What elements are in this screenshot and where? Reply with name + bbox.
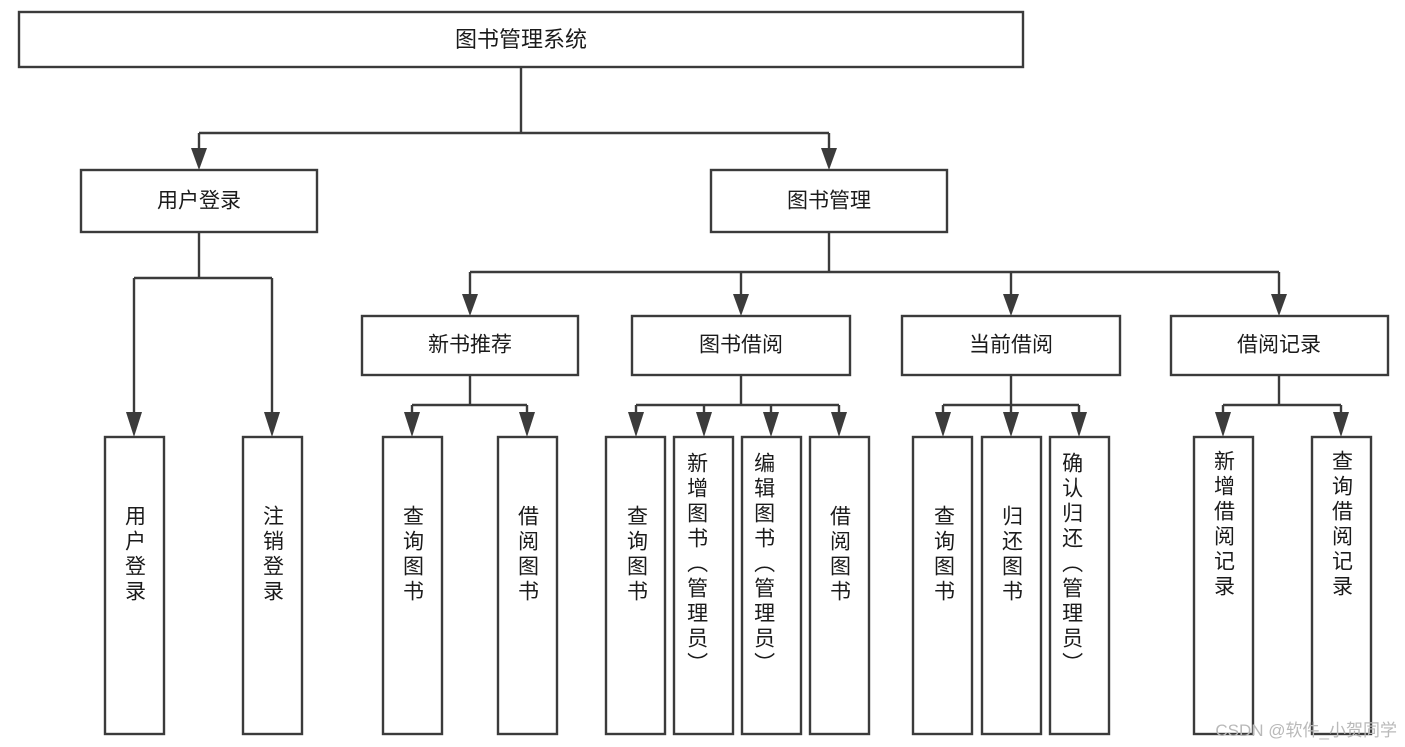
leaf-book-borrow-borrow-label: 借阅图书 <box>828 505 852 605</box>
leaf-current-borrow-query-box <box>911 435 974 736</box>
leaf-book-borrow-borrow-box <box>808 435 871 736</box>
node-book-management[interactable]: 图书管理 <box>709 168 949 234</box>
leaf-user-login-login[interactable]: 用户登录 <box>103 435 166 736</box>
leaf-current-borrow-return-box <box>980 435 1043 736</box>
leaf-book-borrow-edit-box <box>740 435 803 736</box>
node-current-borrow[interactable]: 当前借阅 <box>900 314 1122 377</box>
leaf-current-borrow-confirm-label: 确认归还（管理员） <box>1060 452 1084 677</box>
leaf-book-borrow-add-box <box>672 435 735 736</box>
leaf-book-borrow-edit[interactable]: 编辑图书（管理员） <box>740 435 803 736</box>
arrow-head-newbook <box>462 294 478 316</box>
leaf-user-login-logout-label: 注销登录 <box>261 505 285 605</box>
leaf-borrow-record-query-box <box>1310 435 1373 736</box>
leaf-book-borrow-query-label: 查询图书 <box>625 505 649 605</box>
arrow-head-record-leaf2 <box>1333 412 1349 437</box>
node-new-book-recommend-box <box>360 314 580 377</box>
leaf-borrow-record-query-label: 查询借阅记录 <box>1330 450 1354 600</box>
leaf-user-login-logout[interactable]: 注销登录 <box>241 435 304 736</box>
node-borrow-record[interactable]: 借阅记录 <box>1169 314 1390 377</box>
arrow-head-current-leaf2 <box>1003 412 1019 437</box>
csdn-watermark: CSDN @软件_小贺同学 <box>1215 721 1397 740</box>
node-book-management-box <box>709 168 949 234</box>
arrow-head-newbook-leaf2 <box>519 412 535 437</box>
leaf-book-borrow-query-box <box>604 435 667 736</box>
node-borrow-record-box <box>1169 314 1390 377</box>
node-root-box <box>17 10 1025 69</box>
node-book-management-label: 图书管理 <box>787 190 871 213</box>
leaf-current-borrow-return[interactable]: 归还图书 <box>980 435 1043 736</box>
node-user-login-box <box>79 168 319 234</box>
leaf-book-borrow-borrow[interactable]: 借阅图书 <box>808 435 871 736</box>
arrow-head-current <box>1003 294 1019 316</box>
arrow-head-current-leaf1 <box>935 412 951 437</box>
arrow-head-current-leaf3 <box>1071 412 1087 437</box>
node-new-book-recommend-label: 新书推荐 <box>428 334 512 357</box>
leaf-borrow-record-query[interactable]: 查询借阅记录 <box>1310 435 1373 736</box>
arrow-head-borrow-leaf3 <box>763 412 779 437</box>
node-book-borrow[interactable]: 图书借阅 <box>630 314 852 377</box>
leaf-borrow-record-add-box <box>1192 435 1255 736</box>
node-root-label: 图书管理系统 <box>455 27 587 52</box>
leaf-user-login-login-box <box>103 435 166 736</box>
arrow-head-borrow-leaf2 <box>696 412 712 437</box>
node-root-system[interactable]: 图书管理系统 <box>17 10 1025 69</box>
leaf-book-borrow-edit-label: 编辑图书（管理员） <box>752 452 776 677</box>
arrow-head-record-leaf1 <box>1215 412 1231 437</box>
node-current-borrow-box <box>900 314 1122 377</box>
leaf-new-book-borrow[interactable]: 借阅图书 <box>496 435 559 736</box>
arrow-head-record <box>1271 294 1287 316</box>
leaf-borrow-record-add[interactable]: 新增借阅记录 <box>1192 435 1255 736</box>
node-book-borrow-label: 图书借阅 <box>699 334 783 357</box>
node-user-login-label: 用户登录 <box>157 190 241 213</box>
node-user-login[interactable]: 用户登录 <box>79 168 319 234</box>
arrow-head-leaf-logout <box>264 412 280 437</box>
arrow-head-newbook-leaf1 <box>404 412 420 437</box>
arrow-head-leaf-user-login <box>126 412 142 437</box>
leaf-book-borrow-query[interactable]: 查询图书 <box>604 435 667 736</box>
leaf-user-login-logout-box <box>241 435 304 736</box>
node-book-borrow-box <box>630 314 852 377</box>
node-new-book-recommend[interactable]: 新书推荐 <box>360 314 580 377</box>
leaf-current-borrow-return-label: 归还图书 <box>1000 505 1024 605</box>
arrow-head-borrow-leaf4 <box>831 412 847 437</box>
leaf-new-book-query[interactable]: 查询图书 <box>381 435 444 736</box>
leaf-new-book-query-label: 查询图书 <box>401 505 425 605</box>
leaf-current-borrow-confirm[interactable]: 确认归还（管理员） <box>1048 435 1111 736</box>
connector-group <box>126 68 1349 437</box>
arrow-head-borrow-leaf1 <box>628 412 644 437</box>
leaf-current-borrow-query[interactable]: 查询图书 <box>911 435 974 736</box>
leaf-new-book-query-box <box>381 435 444 736</box>
leaf-current-borrow-query-label: 查询图书 <box>932 505 956 605</box>
node-borrow-record-label: 借阅记录 <box>1237 334 1321 357</box>
arrow-head-borrow <box>733 294 749 316</box>
leaf-book-borrow-add[interactable]: 新增图书（管理员） <box>672 435 735 736</box>
arrow-head-bookmgmt <box>821 148 837 170</box>
leaf-borrow-record-add-label: 新增借阅记录 <box>1212 450 1236 600</box>
arrow-head-userlogin <box>191 148 207 170</box>
leaf-current-borrow-confirm-box <box>1048 435 1111 736</box>
leaf-book-borrow-add-label: 新增图书（管理员） <box>685 452 709 677</box>
node-current-borrow-label: 当前借阅 <box>969 334 1053 357</box>
leaf-new-book-borrow-label: 借阅图书 <box>516 505 540 605</box>
leaf-new-book-borrow-box <box>496 435 559 736</box>
leaf-user-login-login-label: 用户登录 <box>123 505 147 605</box>
